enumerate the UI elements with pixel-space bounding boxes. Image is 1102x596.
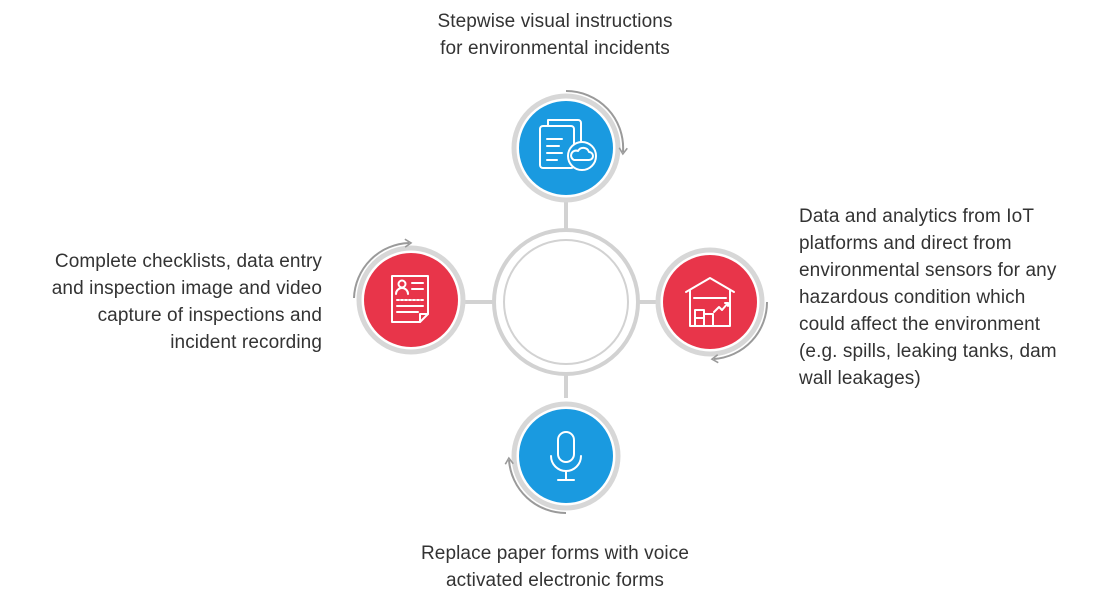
node-bottom bbox=[504, 401, 621, 515]
node-left-arrow bbox=[353, 238, 413, 299]
node-right bbox=[655, 247, 769, 364]
connector-lines bbox=[460, 196, 658, 398]
node-right-label: Data and analytics from IoT platforms an… bbox=[799, 206, 1057, 389]
microphone-icon bbox=[550, 431, 582, 481]
node-bottom-arrow bbox=[504, 456, 567, 515]
node-top-circle bbox=[519, 101, 613, 195]
node-top bbox=[511, 89, 628, 203]
warehouse-analytics-icon bbox=[685, 277, 735, 327]
resume-checklist-icon bbox=[391, 275, 429, 323]
documents-cloud-icon bbox=[539, 119, 597, 171]
node-right-circle bbox=[663, 255, 757, 349]
node-top-arrow bbox=[565, 89, 628, 156]
node-left bbox=[353, 238, 466, 355]
node-top-label: Stepwise visual instructions for environ… bbox=[437, 11, 673, 59]
node-bottom-label: Replace paper forms with voice activated… bbox=[420, 543, 690, 591]
node-bottom-circle bbox=[519, 409, 613, 503]
node-left-label: Complete checklists, data entry and insp… bbox=[51, 251, 322, 353]
node-right-arrow bbox=[710, 301, 769, 364]
central-ring bbox=[492, 228, 640, 376]
